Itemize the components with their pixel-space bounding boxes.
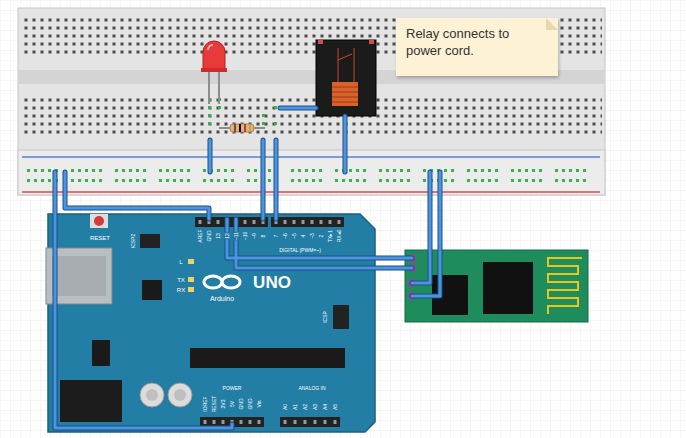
pin-label: GND <box>248 398 253 410</box>
note-text: Relay connects to power cord. <box>406 26 546 60</box>
led-label: TX <box>177 277 186 283</box>
pin-label: 5V <box>230 400 235 407</box>
breadboard <box>18 8 605 195</box>
relay-symbol <box>316 40 376 116</box>
header-label: DIGITAL (PWM=~) <box>279 248 322 253</box>
button-label: RESET <box>89 235 110 241</box>
resistor-symbol <box>219 124 265 132</box>
brand-label: Arduino <box>209 295 234 302</box>
wire-outline <box>55 108 440 428</box>
pin-label: 12 <box>225 233 230 240</box>
pin-label: RESET <box>212 395 217 413</box>
pin-label: GND <box>207 230 212 242</box>
pin-label: 7 <box>274 234 279 238</box>
header-label: ICSP <box>323 311 328 324</box>
led-label: RX <box>176 287 185 293</box>
arduino-board <box>46 214 375 432</box>
led-label: L <box>179 259 183 265</box>
pin-label: ~6 <box>283 233 288 240</box>
wire <box>55 108 440 428</box>
pin-label: 3V3 <box>221 399 226 409</box>
pin-label: ~10 <box>243 231 248 240</box>
pin-label: 8 <box>261 234 266 238</box>
pin-label: 4 <box>301 234 306 238</box>
header-label: ANALOG IN <box>298 386 326 391</box>
pin-label: TX▸1 <box>328 229 333 242</box>
pin-label: GND <box>239 398 244 410</box>
pin-label: A4 <box>323 403 328 410</box>
pin-label: RX◂0 <box>337 229 342 243</box>
pin-label: ~11 <box>234 231 239 240</box>
pin-label: A5 <box>333 403 338 410</box>
pin-label: 13 <box>216 233 221 240</box>
pin-label: A1 <box>293 403 298 410</box>
note-fold <box>546 18 558 30</box>
board-model: UNO <box>253 274 292 291</box>
pin-label: ~3 <box>310 233 315 240</box>
led-symbol <box>201 41 227 104</box>
pin-label: AREF <box>198 229 203 243</box>
pin-label: A2 <box>303 403 308 410</box>
pin-label: ~9 <box>252 233 257 240</box>
pin-label: ~5 <box>292 233 297 240</box>
header-label: POWER <box>222 386 242 391</box>
note-box: Relay connects to power cord. <box>396 18 558 76</box>
pin-label: IOREF <box>203 396 208 412</box>
pin-label: Vin <box>257 400 262 408</box>
pin-label: A0 <box>283 403 288 410</box>
pin-label: A3 <box>313 403 318 410</box>
note-corner <box>546 18 558 30</box>
pin-label: 2 <box>319 234 324 238</box>
header-label: ICSP2 <box>131 233 136 248</box>
